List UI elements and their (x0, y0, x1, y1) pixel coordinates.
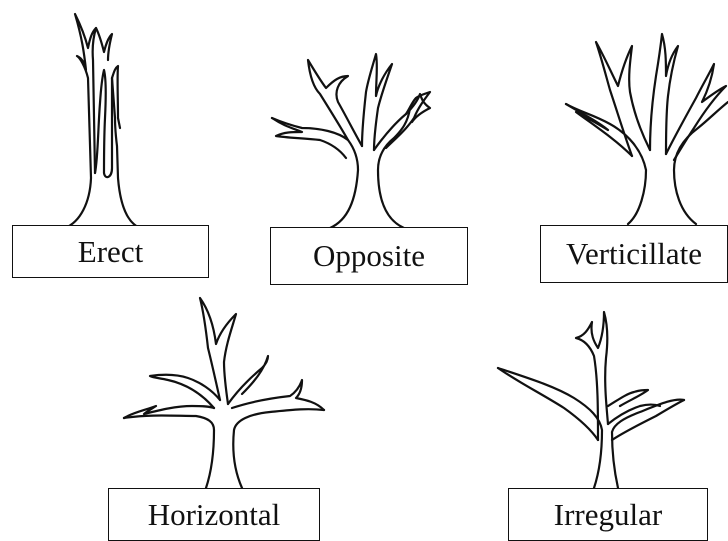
irregular-label-text: Irregular (554, 497, 662, 533)
erect-tree-drawing (60, 8, 160, 230)
irregular-tree-icon (494, 300, 690, 490)
erect-tree-icon (60, 8, 160, 230)
opposite-tree-drawing (268, 40, 438, 230)
horizontal-label-text: Horizontal (148, 497, 281, 533)
verticillate-tree-icon (562, 30, 728, 226)
opposite-label-text: Opposite (313, 238, 425, 274)
verticillate-label-text: Verticillate (566, 236, 702, 272)
verticillate-label: Verticillate (540, 225, 728, 283)
erect-label-text: Erect (78, 234, 143, 270)
horizontal-label: Horizontal (108, 488, 320, 541)
verticillate-tree-drawing (562, 30, 728, 226)
opposite-tree-icon (268, 40, 438, 230)
erect-label: Erect (12, 225, 209, 278)
horizontal-tree-drawing (120, 294, 326, 490)
irregular-label: Irregular (508, 488, 708, 541)
horizontal-tree-icon (120, 294, 326, 490)
irregular-tree-drawing (494, 300, 690, 490)
opposite-label: Opposite (270, 227, 468, 285)
